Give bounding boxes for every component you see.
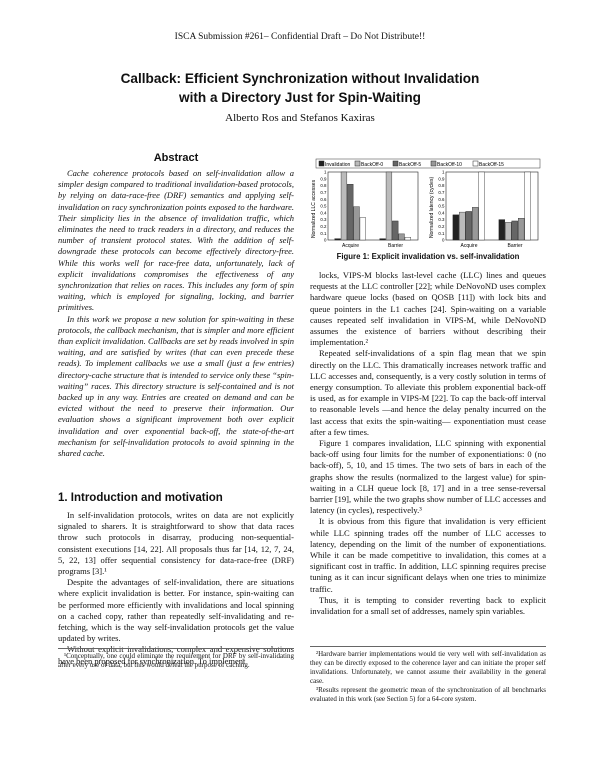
y-tick-label: 0.2 xyxy=(320,224,327,229)
intro-body: In self-invalidation protocols, writes o… xyxy=(58,510,294,667)
authors: Alberto Ros and Stefanos Kaxiras xyxy=(225,112,375,124)
chart-llc-accesses: Normalized LLC accesses 0 0.1 0.2 0.3 0.40.5 0… xyxy=(311,170,419,249)
right-paragraph-1: locks, VIPS-M blocks last-level cache (L… xyxy=(310,270,546,348)
x-tick-label: Acquire xyxy=(461,243,478,249)
y-tick-label: 0.2 xyxy=(438,224,445,229)
figure-1: Invalidation BackOff-0 BackOff-5 BackOff-10… xyxy=(310,158,546,264)
legend-swatch xyxy=(318,160,325,167)
right-paragraph-3: Figure 1 compares invalidation, LLC spin… xyxy=(310,438,546,516)
bar xyxy=(353,206,360,241)
footnote-left: ¹Conceptually, one could eliminate the r… xyxy=(58,648,294,670)
right-paragraph-2: Repeated self-invalidations of a spin fl… xyxy=(310,348,546,437)
intro-paragraph-2: Despite the advantages of self-invalidat… xyxy=(58,577,294,644)
section-heading-intro: 1. Introduction and motivation xyxy=(58,492,223,504)
bar xyxy=(379,238,386,241)
y-tick-label: 1 xyxy=(324,170,327,175)
y-tick-label: 0 xyxy=(324,238,327,243)
abstract-paragraph-2: In this work we propose a new solution f… xyxy=(58,313,294,459)
abstract-body: Cache coherence protocols based on self-… xyxy=(58,168,294,459)
right-column-body: locks, VIPS-M blocks last-level cache (L… xyxy=(310,270,546,617)
right-paragraph-5: Thus, it is tempting to consider reverti… xyxy=(310,594,546,617)
bar xyxy=(452,214,460,241)
y-tick-label: 0.9 xyxy=(438,176,445,181)
footnotes-right: ²Hardware barrier implementations would … xyxy=(310,646,546,704)
y-tick-label: 0.6 xyxy=(320,197,327,202)
bar xyxy=(472,207,479,241)
y-tick-label: 0.3 xyxy=(438,217,445,222)
y-axis-label: Normalized LLC accesses xyxy=(311,179,317,238)
legend-label: BackOff-0 xyxy=(361,162,383,168)
bar xyxy=(392,220,399,241)
abstract-heading: Abstract xyxy=(153,152,199,164)
legend-swatch xyxy=(392,160,399,167)
y-tick-label: 0.8 xyxy=(320,183,327,188)
bar xyxy=(498,219,506,241)
plot-frame xyxy=(445,171,539,241)
title-line-2: with a Directory Just for Spin-Waiting xyxy=(179,89,421,105)
x-tick-label: Barrier xyxy=(507,243,522,249)
y-axis-label: Normalized latency (cycles) xyxy=(429,177,435,238)
y-tick-label: 0.9 xyxy=(320,176,327,181)
legend-label: BackOff-5 xyxy=(399,162,421,168)
y-tick-label: 0.5 xyxy=(438,204,445,209)
abstract-paragraph-1: Cache coherence protocols based on self-… xyxy=(58,168,294,313)
chart-legend: Invalidation BackOff-0 BackOff-5 BackOff-10… xyxy=(315,158,541,169)
bar xyxy=(347,184,354,241)
bar xyxy=(511,220,518,241)
footnote-1: ¹Conceptually, one could eliminate the r… xyxy=(58,652,294,669)
x-tick-label: Acquire xyxy=(342,243,359,249)
bar xyxy=(385,171,393,241)
y-tick-label: 0.3 xyxy=(320,217,327,222)
intro-paragraph-3: Without explicit invalidations, complex … xyxy=(58,644,294,666)
y-tick-label: 0.1 xyxy=(320,231,327,236)
figure-caption: Figure 1: Explicit invalidation vs. self… xyxy=(336,252,520,261)
intro-paragraph-1: In self-invalidation protocols, writes o… xyxy=(58,510,294,577)
bar xyxy=(398,233,405,241)
legend-swatch xyxy=(354,160,361,167)
bar xyxy=(524,171,531,241)
x-tick-label: Barrier xyxy=(388,243,403,249)
bar xyxy=(404,237,411,241)
page-header: ISCA Submission #261– Confidential Draft… xyxy=(174,32,426,42)
bar xyxy=(340,171,348,241)
y-tick-label: 1 xyxy=(442,170,445,175)
bar xyxy=(518,218,525,241)
footnote-3: ³Results represent the geometric mean of… xyxy=(310,686,546,703)
legend-label: BackOff-15 xyxy=(479,162,504,168)
y-tick-label: 0.4 xyxy=(438,210,445,215)
bar xyxy=(465,211,472,241)
y-tick-label: 0.4 xyxy=(320,210,327,215)
legend-swatch xyxy=(472,160,479,167)
chart-latency: Normalized latency (cycles) 0 0.1 0.2 0.3 0.4… xyxy=(429,170,539,249)
y-tick-label: 0 xyxy=(442,238,445,243)
bar xyxy=(359,217,366,241)
right-paragraph-4: It is obvious from this figure that inva… xyxy=(310,516,546,594)
legend-label: BackOff-10 xyxy=(437,162,462,168)
bar xyxy=(478,171,485,241)
y-tick-label: 0.5 xyxy=(320,204,327,209)
y-tick-label: 0.7 xyxy=(438,190,445,195)
y-tick-label: 0.7 xyxy=(320,190,327,195)
legend-swatch xyxy=(430,160,437,167)
bar xyxy=(505,222,512,241)
plot-frame xyxy=(327,171,419,241)
legend-label: Invalidation xyxy=(325,162,351,168)
figure-1-charts: Invalidation BackOff-0 BackOff-5 BackOff-10… xyxy=(311,158,541,249)
footnote-2: ²Hardware barrier implementations would … xyxy=(310,650,546,685)
bar xyxy=(334,238,341,241)
legend-box xyxy=(315,158,541,169)
y-tick-label: 0.8 xyxy=(438,183,445,188)
title-line-1: Callback: Efficient Synchronization with… xyxy=(120,71,480,86)
y-tick-label: 0.1 xyxy=(438,231,445,236)
bar xyxy=(459,211,466,241)
y-tick-label: 0.6 xyxy=(438,197,445,202)
paper-title: Callback: Efficient Synchronization with… xyxy=(60,70,540,107)
